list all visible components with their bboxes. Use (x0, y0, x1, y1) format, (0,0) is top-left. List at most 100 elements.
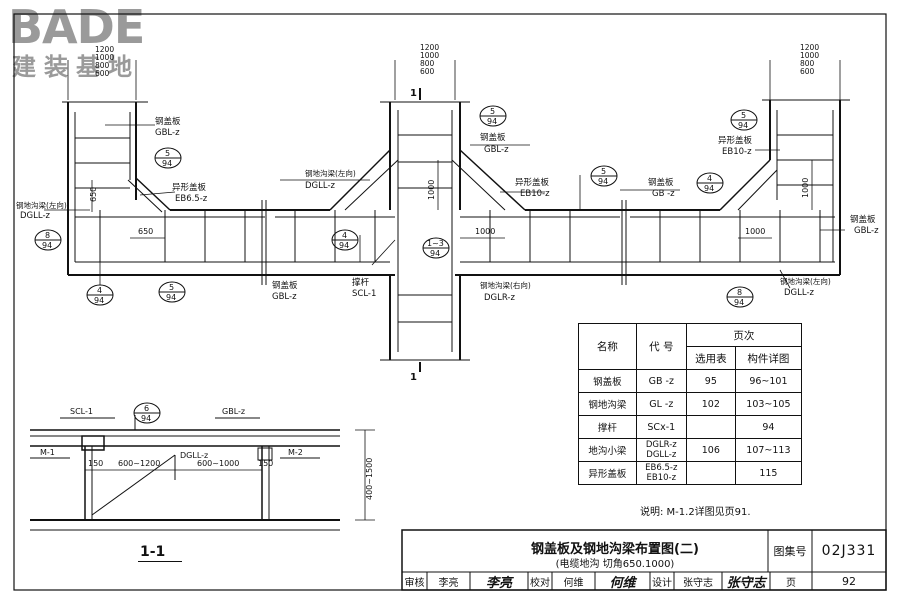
th-select: 选用表 (685, 346, 736, 370)
sec-dim-600-1000: 600~1000 (197, 459, 239, 468)
atlas-label: 图集号 (773, 545, 807, 558)
svg-text:4: 4 (342, 231, 347, 240)
check-label: 校对 (530, 577, 550, 589)
logo-subtext: 建装基地 (12, 53, 140, 81)
svg-text:5: 5 (741, 111, 746, 120)
sec-label-scl1: SCL-1 (70, 407, 93, 416)
cell-select: 106 (685, 438, 736, 462)
page-number: 92 (842, 574, 856, 588)
review-label: 审核 (404, 577, 425, 589)
callout-4-94-c: 4 94 (696, 172, 724, 194)
label-gangaiban-5: 钢盖板 (272, 280, 298, 291)
label-gbl-z-1: GBL-z (155, 128, 180, 138)
dim-text: 1200 (95, 45, 114, 54)
sec-label-gbl-z: GBL-z (222, 407, 245, 416)
label-chenggan: 撑杆 (352, 277, 370, 288)
check-signature: 何维 (609, 575, 636, 591)
table-row: 钢盖板 GB -z 95 96~101 (578, 369, 803, 393)
svg-text:5: 5 (601, 167, 606, 176)
page-label: 页 (786, 577, 796, 589)
main-channel (68, 200, 840, 285)
sec-dim-150-b: 150 (258, 459, 273, 468)
sec-dim-600-1200: 600~1200 (118, 459, 160, 468)
svg-text:94: 94 (94, 296, 104, 305)
check-name: 何维 (563, 577, 584, 589)
svg-text:94: 94 (141, 414, 151, 423)
callout-6-94: 6 94 (133, 402, 161, 424)
cell-detail: 96~101 (734, 369, 803, 393)
label-yixing-3: 异形盖板 (718, 135, 753, 146)
section-1-1 (30, 415, 375, 531)
svg-text:4: 4 (97, 286, 102, 295)
top-dim-stack-right: 1200 1000 800 600 (800, 43, 819, 76)
section-mark-bottom: 1 (410, 372, 417, 383)
cell-select: 95 (685, 369, 736, 393)
cell-select (685, 415, 736, 439)
svg-text:94: 94 (339, 241, 349, 250)
label-eb10-1: EB10-z (520, 189, 550, 199)
dim-text: 800 (95, 61, 110, 70)
svg-text:8: 8 (45, 231, 50, 240)
label-gb-z: GB -z (652, 189, 675, 199)
dim-1000-bottom: 1000 (475, 227, 495, 236)
callout-8-94-a: 8 94 (34, 229, 62, 251)
callout-5-94-c: 5 94 (479, 105, 507, 127)
table-row: 撑杆 SCx-1 94 (578, 415, 803, 439)
dim-text: 600 (800, 67, 815, 76)
dim-text: 600 (420, 67, 435, 76)
dim-text: 1000 (95, 53, 114, 62)
cell-name: 异形盖板 (578, 461, 637, 485)
cell-detail: 94 (734, 415, 803, 439)
section-title-underline (138, 561, 182, 562)
svg-text:6: 6 (144, 404, 149, 413)
svg-text:5: 5 (490, 107, 495, 116)
dim-text: 800 (800, 59, 815, 68)
callout-5-94-a: 5 94 (154, 147, 182, 169)
callout-5-94-e: 5 94 (730, 109, 758, 131)
section-mark-top: 1 (410, 88, 417, 99)
sec-dim-150-a: 150 (88, 459, 103, 468)
svg-text:94: 94 (487, 117, 497, 126)
cell-code: GL -z (635, 392, 687, 416)
label-goudiliang-left: 钢地沟梁(左向) (16, 200, 67, 210)
svg-text:94: 94 (162, 159, 172, 168)
svg-text:5: 5 (165, 149, 170, 158)
dim-text: 1000 (420, 51, 439, 60)
design-label: 设计 (652, 577, 672, 589)
dimension-lines (67, 60, 841, 239)
svg-text:4: 4 (707, 174, 712, 183)
label-goudiliang-left-3: 钢地沟梁(左向) (780, 276, 831, 286)
label-dglr-z: DGLR-z (484, 293, 515, 303)
cell-detail: 107~113 (734, 438, 803, 462)
label-goudiliang-left-2: 钢地沟梁(左向) (305, 168, 356, 178)
drawing-title: 钢盖板及钢地沟梁布置图(二) (531, 542, 699, 557)
svg-text:5: 5 (169, 283, 174, 292)
drawing-subtitle: (电缆地沟 切角650.1000) (555, 559, 675, 570)
label-dgll-z-2: DGLL-z (305, 181, 336, 191)
drawing-note: 说明: M-1.2详图见页91. (640, 507, 751, 518)
dim-text: 1200 (420, 43, 439, 52)
dim-text: 600 (95, 69, 110, 78)
design-name: 张守志 (683, 577, 713, 589)
table-row: 钢地沟梁 GL -z 102 103~105 (578, 392, 803, 416)
sec-label-m1: M-1 (40, 448, 55, 457)
plan-dims: 650 650 1000 1000 1000 1000 (89, 178, 810, 236)
callout-1-3-94: 1~3 94 (422, 237, 450, 259)
label-eb10-2: EB10-z (722, 147, 752, 157)
dim-1000-right: 1000 (801, 178, 810, 198)
label-eb65: EB6.5-z (175, 194, 208, 204)
cell-code: EB6.5-z EB10-z (635, 461, 687, 485)
th-name: 名称 (578, 323, 637, 370)
atlas-number: 02J331 (821, 543, 877, 559)
section-labels: SCL-1 GBL-z M-1 M-2 DGLL-z 150 600~1200 … (40, 407, 374, 500)
dim-text: 800 (420, 59, 435, 68)
callout-5-94-d: 5 94 (590, 165, 618, 187)
svg-text:94: 94 (704, 184, 714, 193)
label-dgll-z-3: DGLL-z (784, 288, 815, 298)
top-dim-stack-left: 1200 1000 800 600 (95, 45, 114, 78)
callout-4-94-a: 4 94 (86, 284, 114, 306)
sec-label-m2: M-2 (288, 448, 303, 457)
svg-text:94: 94 (598, 177, 608, 186)
cell-detail: 103~105 (734, 392, 803, 416)
